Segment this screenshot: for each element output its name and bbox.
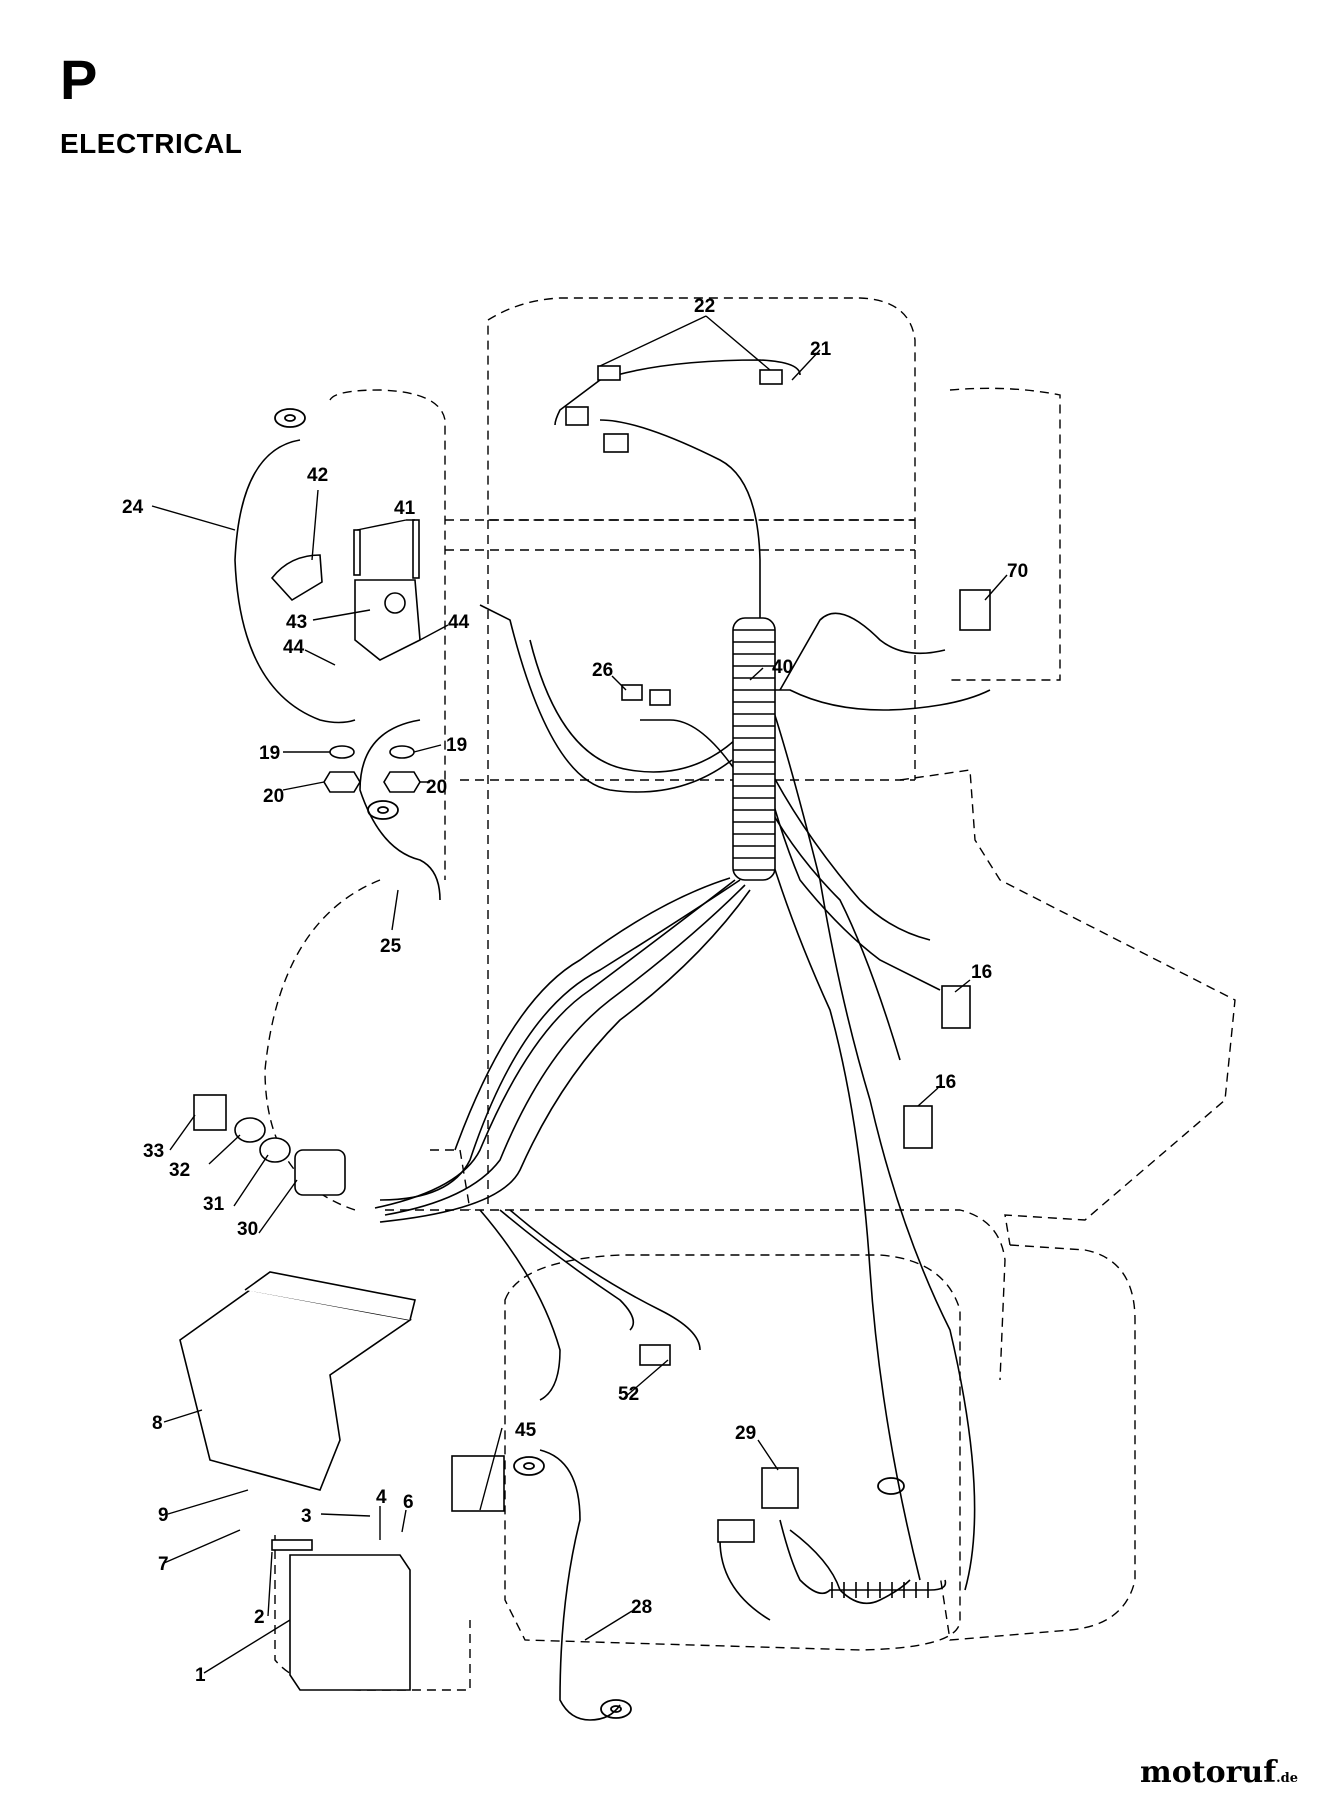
callout-19-left: 19 [259,743,280,764]
battery-box-8 [179,1289,413,1491]
ignition-key [193,1094,227,1131]
callout-29: 29 [735,1423,756,1444]
callout-25: 25 [380,936,402,957]
lamp-left [597,365,621,381]
section-letter: P [60,48,98,111]
callout-30: 30 [237,1219,258,1240]
reed-switch-52 [639,1344,671,1366]
callout-41: 41 [394,498,416,519]
chassis-outline [264,297,1236,1691]
watermark: motoruf.de [1140,1755,1298,1790]
callout-4: 4 [376,1487,387,1508]
callout-21: 21 [810,339,832,360]
connector-26a [621,684,643,701]
callout-7: 7 [158,1554,169,1575]
callout-2: 2 [254,1607,265,1628]
ignition-switch [294,1149,346,1196]
nut-20b [383,771,421,793]
connector-26b [649,689,671,706]
connector-16b [903,1105,933,1149]
connector-16a [941,985,971,1029]
callout-33: 33 [143,1141,164,1162]
callout-44-right: 44 [448,612,470,633]
solenoid-bolt-b [412,519,420,579]
plug-b [603,433,629,453]
callout-8: 8 [152,1413,163,1434]
battery-bolt-2 [271,1539,313,1551]
nut-31 [259,1137,291,1163]
callout-70: 70 [1007,561,1028,582]
seat-switch-coil [779,1519,947,1598]
bezel-32 [234,1117,266,1143]
callout-31: 31 [203,1194,225,1215]
harness-loom-coil [732,617,776,881]
callout-20-left: 20 [263,786,284,807]
callout-leaders [151,315,1008,1674]
callout-9: 9 [158,1505,169,1526]
callout-52: 52 [618,1384,639,1405]
solenoid-terminal [384,592,406,614]
module-70 [959,589,991,631]
terminal-boot [270,554,323,602]
battery-lid [244,1271,416,1321]
lamp-right [759,369,783,385]
callout-44-left: 44 [283,637,305,658]
callout-16-upper: 16 [971,962,992,983]
callout-22: 22 [694,296,715,317]
hourmeter-45 [451,1455,505,1512]
callout-6: 6 [403,1492,414,1513]
battery-1 [289,1554,411,1691]
solenoid-bolt-a [353,529,361,576]
section-title: ELECTRICAL [60,128,243,159]
wiring-harness [234,359,991,1721]
callout-40: 40 [772,657,793,678]
washer-19a [329,745,355,759]
callout-32: 32 [169,1160,190,1181]
watermark-suffix: .de [1276,1771,1298,1786]
callout-43: 43 [286,612,307,633]
switch-plug [717,1519,755,1543]
ring-terminals [274,408,905,1719]
components [179,365,991,1691]
callout-1: 1 [195,1665,206,1686]
callout-3: 3 [301,1506,312,1527]
callout-45: 45 [515,1420,537,1441]
solenoid-body [354,579,421,661]
nut-20a [323,771,361,793]
seat-switch-29 [761,1467,799,1509]
washer-19b [389,745,415,759]
watermark-brand: motoruf [1139,1755,1277,1790]
callout-42: 42 [307,465,328,486]
plug-a [565,406,589,426]
callout-20-right: 20 [426,777,447,798]
callout-16-lower: 16 [935,1072,956,1093]
callout-19-right: 19 [446,735,467,756]
callout-labels: 22 21 24 42 41 43 44 44 70 40 26 19 19 2… [122,296,1028,1686]
callout-26: 26 [592,660,613,681]
callout-28: 28 [631,1597,652,1618]
callout-24: 24 [122,497,144,518]
